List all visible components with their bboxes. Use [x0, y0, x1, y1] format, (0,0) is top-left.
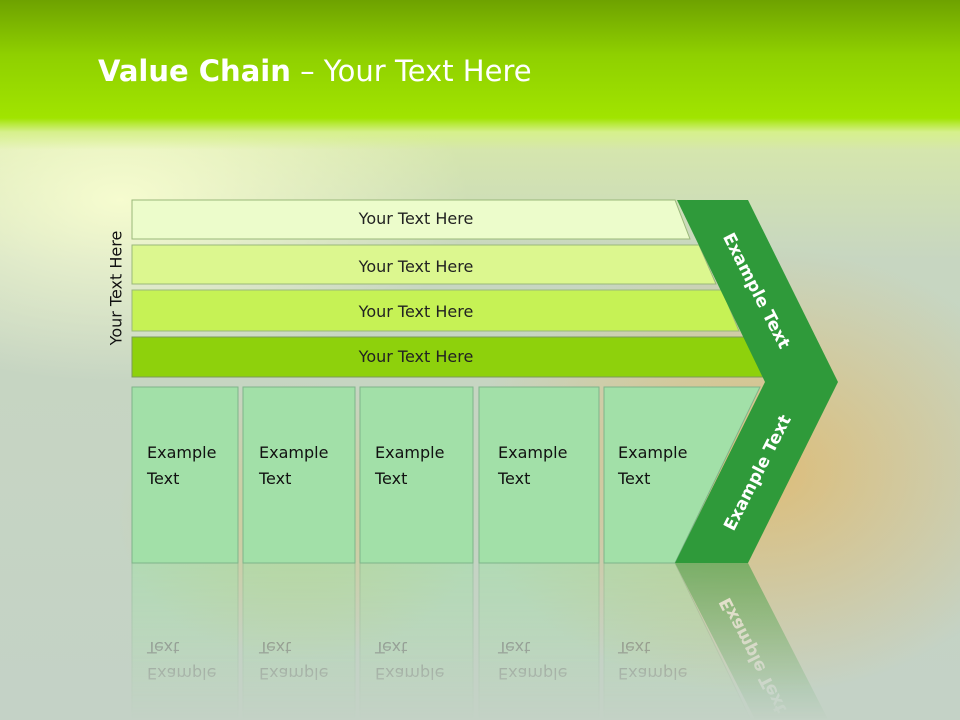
- bar-2: [131, 244, 717, 285]
- box-1: [131, 386, 239, 564]
- box-2: [242, 386, 356, 564]
- reflect-text: Text: [617, 638, 650, 657]
- reflect-text: Text: [258, 638, 291, 657]
- title-rest: – Your Text Here: [290, 54, 532, 88]
- chevron-top: [677, 200, 838, 382]
- chevron-bottom: [675, 382, 838, 563]
- reflect-text: Text: [374, 638, 407, 657]
- box-1-line2: Text: [146, 469, 179, 488]
- reflect-text: Text: [146, 638, 179, 657]
- title-bold: Value Chain: [98, 54, 291, 88]
- bar-3-label: Your Text Here: [358, 302, 474, 321]
- box-3-line1: Example: [375, 443, 444, 462]
- box-5-line2: Text: [617, 469, 650, 488]
- bar-1-label: Your Text Here: [358, 209, 474, 228]
- box-4: [478, 386, 600, 564]
- bar-4-label: Your Text Here: [358, 347, 474, 366]
- bar-1: [131, 199, 691, 240]
- header-band: [0, 0, 960, 150]
- box-4-line2: Text: [497, 469, 530, 488]
- reflect-text: Example: [375, 664, 444, 683]
- reflect-text: Example: [498, 664, 567, 683]
- box-3-line2: Text: [374, 469, 407, 488]
- slide-title: Value Chain – Your Text Here: [98, 54, 532, 88]
- box-2-line2: Text: [258, 469, 291, 488]
- reflection: Example Text Example Text Example Text E…: [131, 562, 829, 720]
- reflect-text: Example: [147, 664, 216, 683]
- bar-3: [131, 289, 740, 332]
- box-1-line1: Example: [147, 443, 216, 462]
- reflect-text: Text: [497, 638, 530, 657]
- box-2-line1: Example: [259, 443, 328, 462]
- box-3: [359, 386, 474, 564]
- box-5-line1: Example: [618, 443, 687, 462]
- reflect-text: Example: [259, 664, 328, 683]
- bar-2-label: Your Text Here: [358, 257, 474, 276]
- box-4-line1: Example: [498, 443, 567, 462]
- reflect-text: Example: [618, 664, 687, 683]
